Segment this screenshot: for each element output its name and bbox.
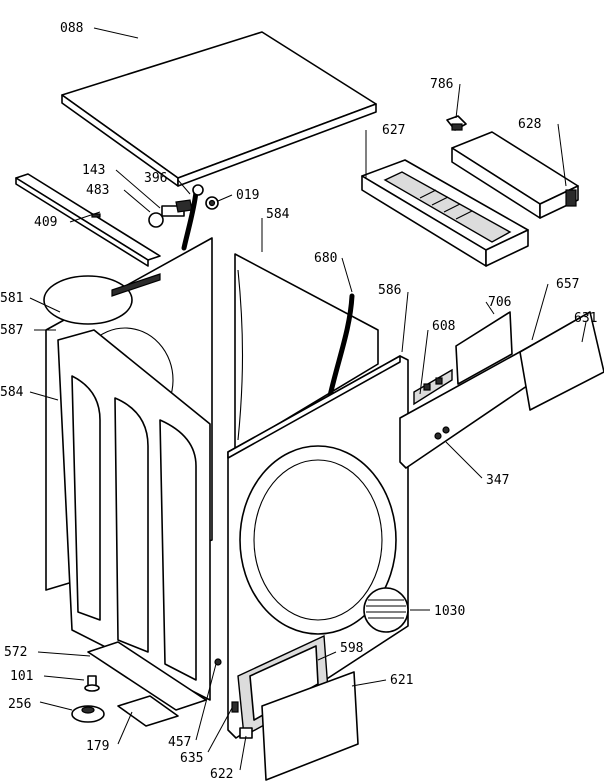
filter-grille-part [363,587,409,633]
label-621: 621 [390,673,413,688]
screw-part [214,658,222,666]
label-584-top: 584 [266,207,290,222]
label-786: 786 [430,77,453,92]
label-088: 088 [60,21,83,36]
label-019: 019 [236,188,259,203]
label-706: 706 [488,295,511,310]
label-572: 572 [4,645,27,660]
right-side-panel-part [234,253,379,451]
drain-hose-part [327,293,355,399]
label-657: 657 [556,277,579,292]
label-347: 347 [486,473,509,488]
hinge-part [231,701,239,713]
label-598: 598 [340,641,363,656]
label-483: 483 [86,183,109,198]
label-608: 608 [432,319,455,334]
label-587: 587 [0,323,23,338]
clip-part [446,115,467,131]
base-plate-part [87,641,207,711]
label-628: 628 [518,117,541,132]
top-cover-part [61,31,377,187]
water-drawer-part [361,159,529,267]
label-457: 457 [168,735,191,750]
inlet-hose-part [181,189,199,251]
hose-elbow-part [192,184,204,196]
label-1030: 1030 [434,604,465,619]
rail-part [15,173,161,267]
left-side-panel-part [57,329,211,701]
door-panel-part [261,671,359,781]
leader-lines [29,27,587,771]
front-frame-part [227,355,409,739]
label-179: 179 [86,739,109,754]
label-101: 101 [10,669,33,684]
label-586: 586 [378,283,401,298]
label-635: 635 [180,751,203,766]
label-680: 680 [314,251,337,266]
label-584-left: 584 [0,385,24,400]
label-409: 409 [34,215,57,230]
part-labels: 088 786 627 628 143 396 483 019 409 584 … [0,21,597,782]
valve-part [148,199,193,228]
drawer-cover-part [451,131,579,219]
label-sticker-part [455,311,513,385]
label-256: 256 [8,697,31,712]
grommet-part [205,196,219,210]
foot-large-part [71,705,105,723]
label-143: 143 [82,163,105,178]
label-581: 581 [0,291,23,306]
label-396: 396 [144,171,167,186]
label-622: 622 [210,767,233,782]
control-board-part [413,368,453,406]
bottom-plate-part [117,695,179,727]
label-627: 627 [382,123,405,138]
label-631: 631 [574,311,597,326]
foot-small-part [84,675,100,692]
